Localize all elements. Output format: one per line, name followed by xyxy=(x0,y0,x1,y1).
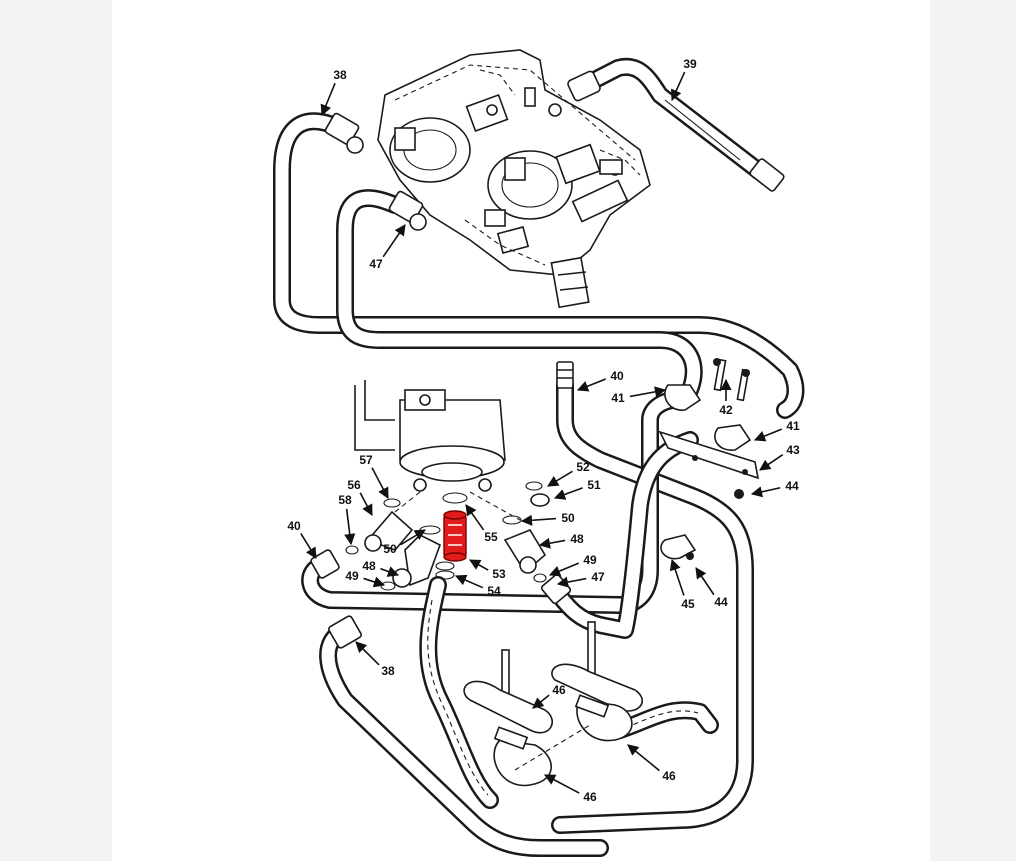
callout-leader-53 xyxy=(469,559,489,571)
callout-label-50: 50 xyxy=(561,511,575,525)
callout-label-52: 52 xyxy=(576,460,590,474)
callout-label-49: 49 xyxy=(583,553,597,567)
callout-leader-44 xyxy=(750,486,781,498)
callout-leader-39 xyxy=(671,71,686,102)
callout-label-48: 48 xyxy=(570,532,584,546)
callout-label-44: 44 xyxy=(785,479,799,493)
highlighted-part-55 xyxy=(443,510,467,562)
callout-label-38: 38 xyxy=(381,664,395,678)
callout-leader-41 xyxy=(629,386,667,398)
control-valve-assembly xyxy=(377,49,651,309)
fitting-parts xyxy=(345,481,550,591)
callout-label-48: 48 xyxy=(362,559,376,573)
callout-label-40: 40 xyxy=(610,369,624,383)
callout-leader-58 xyxy=(344,508,356,546)
callout-leader-40 xyxy=(300,532,317,559)
callout-label-49: 49 xyxy=(345,569,359,583)
callout-leaders xyxy=(300,71,784,794)
callout-leader-46 xyxy=(532,694,550,709)
callout-label-40: 40 xyxy=(287,519,301,533)
callout-leader-38 xyxy=(320,82,336,117)
callout-leader-57 xyxy=(371,467,389,499)
callout-leader-50 xyxy=(400,529,426,546)
callout-leader-38 xyxy=(355,641,380,666)
callout-leader-47 xyxy=(556,576,587,588)
callout-leader-54 xyxy=(454,574,484,589)
callout-label-46: 46 xyxy=(662,769,676,783)
pump-housing xyxy=(354,380,521,521)
callout-label-46: 46 xyxy=(552,683,566,697)
hose-39 xyxy=(567,57,785,192)
callout-leader-47 xyxy=(382,224,406,258)
callout-label-42: 42 xyxy=(719,403,733,417)
hose-fittings xyxy=(310,112,574,649)
callout-leader-49 xyxy=(548,562,580,577)
callout-leader-41 xyxy=(753,428,783,442)
callout-label-53: 53 xyxy=(492,567,506,581)
callout-leader-43 xyxy=(759,454,784,471)
callout-label-39: 39 xyxy=(683,57,697,71)
callout-leader-56 xyxy=(359,492,373,516)
callout-label-47: 47 xyxy=(369,257,383,271)
callout-leader-55 xyxy=(465,504,485,531)
callout-label-47: 47 xyxy=(591,570,605,584)
callout-leader-40 xyxy=(576,378,606,392)
callout-label-38: 38 xyxy=(333,68,347,82)
callout-label-41: 41 xyxy=(611,391,625,405)
callout-label-41: 41 xyxy=(786,419,800,433)
callout-leader-45 xyxy=(669,558,685,596)
callout-label-56: 56 xyxy=(347,478,361,492)
callout-leader-48 xyxy=(538,537,566,549)
callout-label-51: 51 xyxy=(587,478,601,492)
callout-leader-49 xyxy=(363,576,386,588)
callout-label-54: 54 xyxy=(487,584,501,598)
callout-leader-48 xyxy=(380,566,400,577)
callout-label-50: 50 xyxy=(383,542,397,556)
callout-label-46: 46 xyxy=(583,790,597,804)
callout-label-57: 57 xyxy=(359,453,373,467)
callout-label-45: 45 xyxy=(681,597,695,611)
callout-leader-44 xyxy=(695,567,715,596)
callout-leader-52 xyxy=(547,470,573,487)
clamps-and-brackets xyxy=(463,358,760,787)
callout-label-44: 44 xyxy=(714,595,728,609)
callout-label-43: 43 xyxy=(786,443,800,457)
callout-label-55: 55 xyxy=(484,530,498,544)
callout-leader-46 xyxy=(627,744,660,772)
callout-leader-50 xyxy=(520,514,557,526)
callout-leader-51 xyxy=(553,487,583,500)
callout-label-58: 58 xyxy=(338,493,352,507)
callout-leader-46 xyxy=(544,774,580,794)
